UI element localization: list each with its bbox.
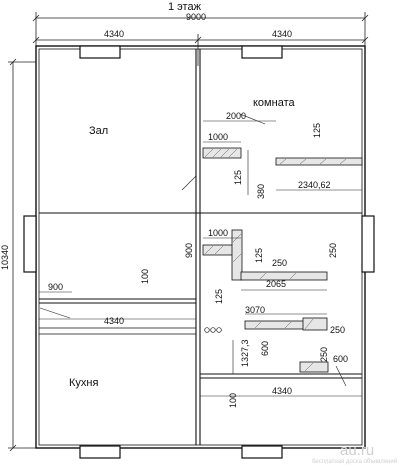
stair-mid-right (240, 271, 328, 281)
watermark-caption: бесплатная доска объявлений (312, 458, 397, 465)
window-right (361, 215, 375, 273)
dim-stair-low-600b: 600 (333, 354, 348, 364)
window-bottom-left (79, 445, 121, 459)
window-top-right (241, 45, 283, 59)
window-bottom-right (241, 445, 283, 459)
room-label-room: комната (253, 97, 295, 109)
dim-stair-upper-h125b: 125 (233, 170, 243, 185)
dim-stair-mid-h125b: 125 (214, 289, 224, 304)
dim-stair-mid-w250a: 250 (272, 258, 287, 268)
stair-mid-vertical (231, 229, 243, 281)
stair-low-left (244, 320, 308, 330)
stair-upper-left (202, 147, 242, 159)
dim-stair-upper-step: 1000 (208, 132, 228, 142)
dim-stair-mid-h250: 250 (328, 243, 338, 258)
dim-stair-low-w250: 250 (330, 325, 345, 335)
interior-walls (39, 49, 362, 445)
dim-bottom-4340: 4340 (272, 386, 292, 396)
stair-hatching (204, 148, 347, 372)
dim-partition-width: 4340 (104, 316, 124, 326)
dim-left-width-top: 4340 (104, 29, 124, 39)
room-label-kitchen: Кухня (69, 377, 98, 389)
watermark-site: au.ru (340, 442, 374, 459)
dim-stair-upper-h125a: 125 (312, 123, 322, 138)
stair-dimension-lines (39, 113, 362, 397)
dim-stair-mid-step: 1000 (208, 228, 228, 238)
dim-stair-low-600a: 600 (260, 341, 270, 356)
dim-stair-upper-h380: 380 (256, 184, 266, 199)
window-top-left (79, 45, 121, 59)
stairs (202, 147, 363, 373)
dim-stair-low-len: 3070 (245, 305, 265, 315)
windows (23, 45, 375, 459)
dim-bottom-100: 100 (228, 393, 238, 408)
window-left (23, 215, 37, 273)
dim-right-width-top: 4340 (272, 29, 292, 39)
room-label-hall: Зал (89, 125, 108, 137)
dim-stair-mid-len: 2065 (266, 279, 286, 289)
stair-low-bottom (299, 361, 329, 373)
dim-stair-mid-h125a: 125 (254, 248, 264, 263)
floor-title: 1 этаж (168, 1, 202, 13)
stair-upper-right (275, 157, 363, 166)
dim-wall-100: 100 (140, 269, 150, 284)
dim-stair-upper-len: 2340,62 (298, 180, 331, 190)
dim-total-width: 9000 (186, 12, 206, 22)
dim-stair-low-h250: 250 (319, 347, 329, 362)
dim-total-height: 10340 (0, 245, 10, 270)
dim-stair-upper-run: 2000 (226, 111, 246, 121)
dim-stair-low-1327: 1327,3 (240, 339, 250, 367)
pipe-symbols (204, 327, 222, 333)
dim-stair-mid-h900: 900 (184, 243, 194, 258)
dimension-lines (8, 12, 369, 452)
stair-mid-left (202, 244, 234, 256)
stair-low-right (302, 317, 328, 331)
dimension-labels: 9000 4340 4340 2000 1000 2340,62 1000 20… (48, 12, 348, 396)
dim-wall-900: 900 (48, 282, 63, 292)
dimension-labels-vertical: 10340 125 125 380 900 125 250 125 100 13… (0, 123, 338, 408)
